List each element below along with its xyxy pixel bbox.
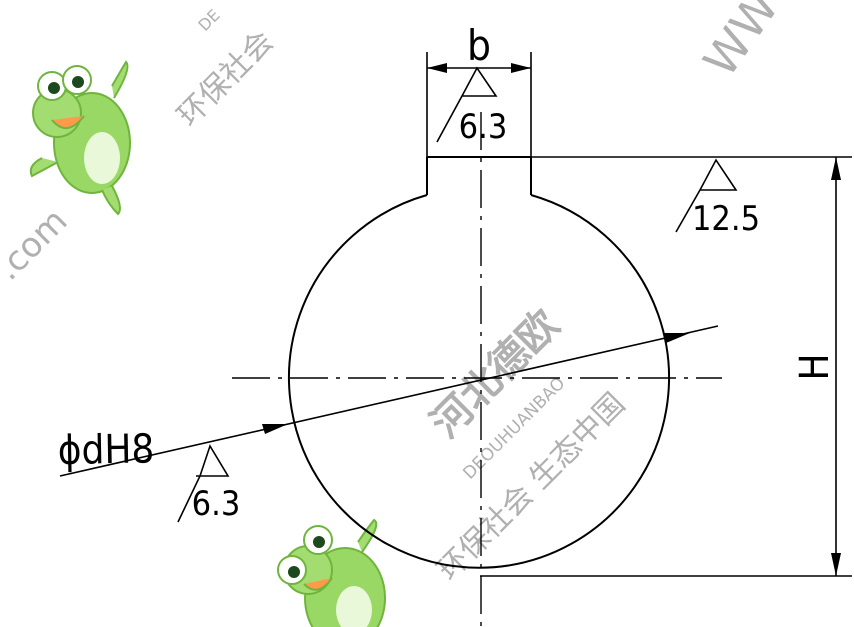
height-dimension: H <box>792 157 841 576</box>
watermark-www: WWW. <box>693 0 821 86</box>
bore-label: ϕdH8 <box>57 426 154 474</box>
bore-circle <box>288 194 670 569</box>
watermark-com: .com <box>0 201 75 288</box>
bore-diameter-leader: ϕdH8 <box>57 325 719 477</box>
part-outline <box>288 52 852 577</box>
height-label: H <box>792 353 838 380</box>
watermark-de-fragment: DE <box>194 6 223 35</box>
width-label: b <box>467 21 491 70</box>
center-lines <box>232 112 722 627</box>
frog-mascot-icon <box>277 518 386 627</box>
roughness-symbol-bore: 6.3 <box>177 444 241 524</box>
width-dimension: b <box>427 21 531 73</box>
roughness-symbol-keyway-top: 12.5 <box>675 158 760 239</box>
roughness-keyway-top-value: 12.5 <box>692 199 760 239</box>
roughness-symbol-keyway-side: 6.3 <box>436 66 508 147</box>
roughness-bore-value: 6.3 <box>192 484 241 524</box>
roughness-keyway-side-value: 6.3 <box>459 107 508 147</box>
watermark-society-top: 环保社会 <box>171 24 281 134</box>
watermark-brand-cn: 河北德欧 <box>423 301 569 447</box>
watermark-layer: WWW. .com DE 环保社会 河北德欧 DEOUHUANBAO 环保社会 … <box>0 0 821 588</box>
frog-mascot-icon <box>29 60 131 216</box>
